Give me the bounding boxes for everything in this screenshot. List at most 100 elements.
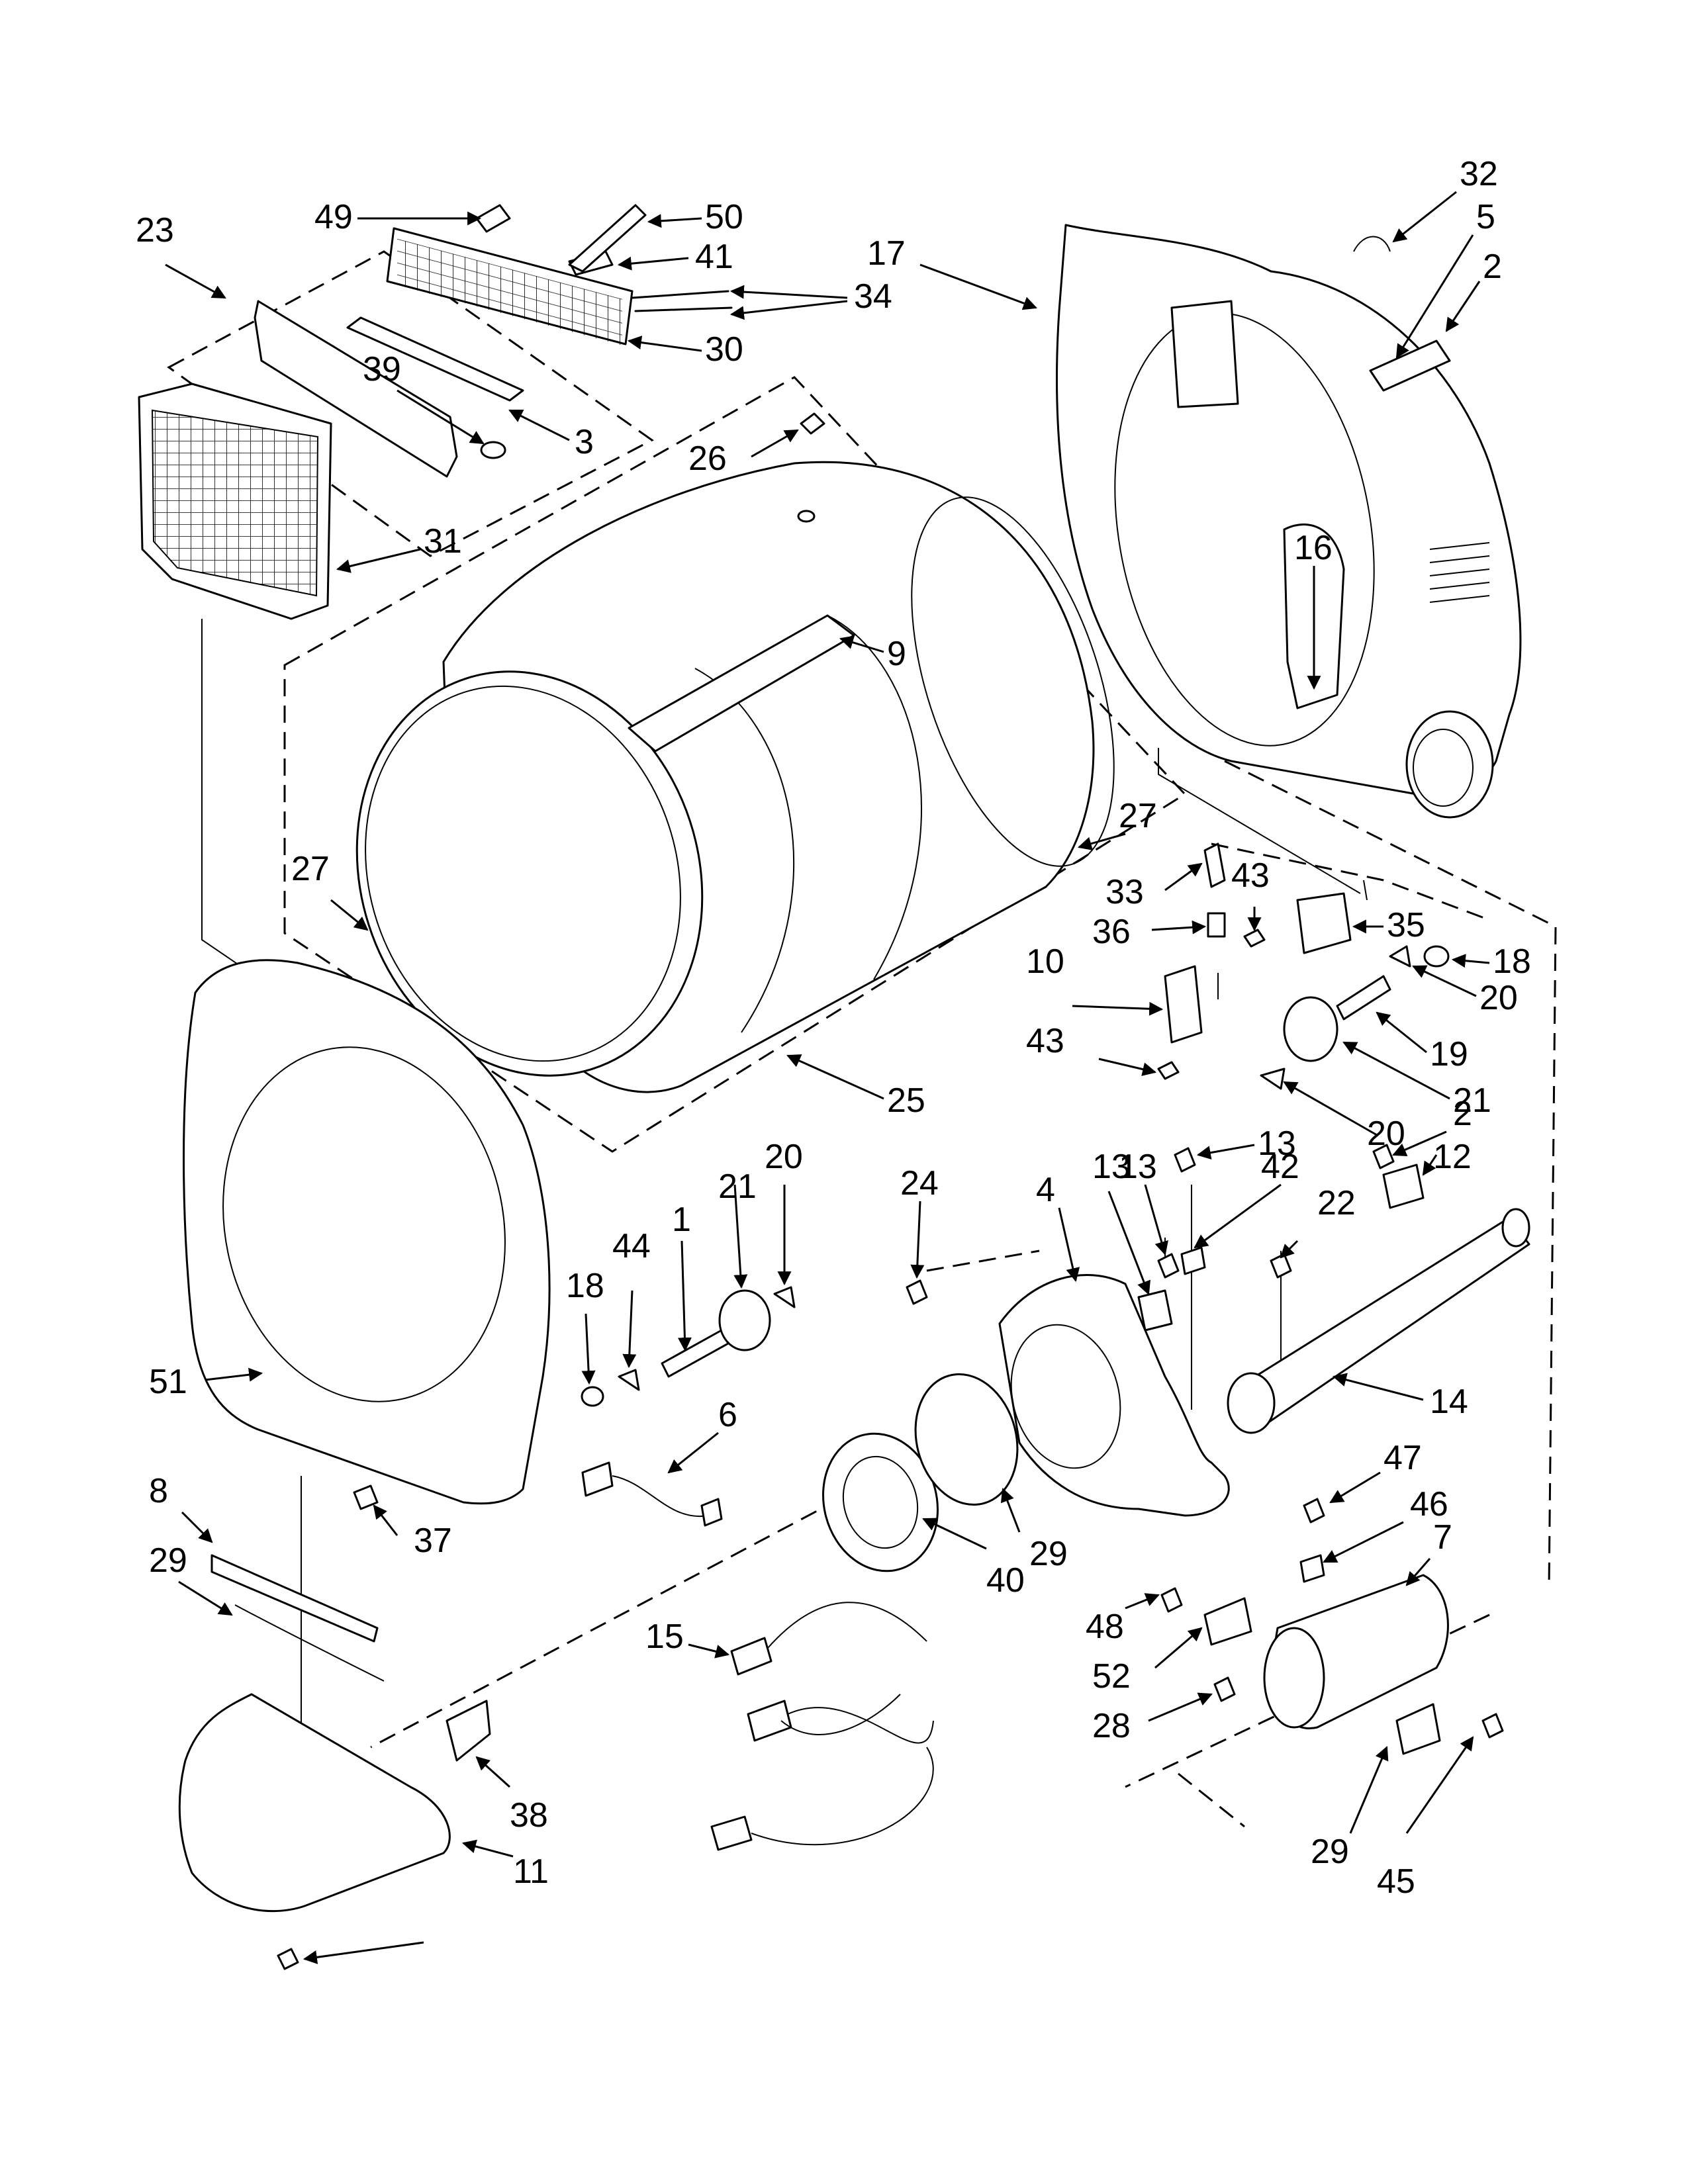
lint-housing-group: [254, 204, 733, 478]
clip-20d: [773, 1286, 796, 1308]
leader-34b: [729, 300, 848, 320]
leader-24: [910, 1201, 925, 1279]
screw-29a: [1303, 1498, 1325, 1524]
callout-14: 51: [149, 1363, 187, 1401]
leader-13c: [1280, 1240, 1299, 1259]
baffle-9: [628, 614, 855, 752]
screw-24: [906, 1279, 928, 1305]
leader-46: [1405, 1558, 1431, 1586]
leader-29c: [1405, 1736, 1474, 1834]
screw-49: [475, 204, 511, 233]
callout-10: 10: [1026, 942, 1064, 981]
callout-20d: 44: [612, 1227, 651, 1265]
blower-group: [822, 1147, 1292, 1572]
leader-27b: [330, 899, 369, 931]
drum-front-seal-27: [365, 685, 681, 1062]
leader-52: [688, 1643, 730, 1659]
leader-34a: [729, 285, 848, 299]
callout-5: 5: [1476, 198, 1495, 236]
clip-20b: [1260, 1068, 1286, 1090]
leader-22: [1332, 1373, 1424, 1401]
leader-31: [336, 548, 421, 573]
thermistor-33: [1203, 842, 1226, 888]
leader-41: [617, 256, 689, 271]
callout-41: 41: [695, 238, 733, 276]
rear-panel-window: [1170, 300, 1239, 408]
leader-27a: [1077, 833, 1126, 850]
callout-43a: 43: [1231, 856, 1270, 895]
leader-29a: [1329, 1471, 1381, 1504]
front-panel-opening: [222, 1046, 506, 1402]
rear-bearing-dash: [1211, 842, 1490, 921]
callout-29c: 45: [1377, 1862, 1415, 1901]
rear-panel-dash: [1224, 760, 1557, 1589]
leader-6: [181, 1511, 213, 1543]
leader-15: [1148, 1692, 1213, 1722]
callout-29a: 47: [1383, 1439, 1422, 1477]
leader-17: [919, 263, 1037, 310]
heater-group: [1160, 1498, 1504, 1755]
seals-34: [631, 290, 733, 312]
callout-52: 15: [645, 1617, 684, 1656]
drum-rear-seal-27: [911, 496, 1115, 867]
callout-50: 50: [705, 198, 743, 236]
exhaust-duct-end: [1501, 1208, 1530, 1248]
callout-32: 32: [1460, 155, 1498, 193]
leader-26: [751, 429, 799, 458]
leader-lines: [165, 191, 1490, 1964]
callout-44: 4: [1036, 1171, 1055, 1209]
clip-20c: [618, 1369, 640, 1391]
screw-29b: [1160, 1587, 1183, 1613]
thermostat-38: [1395, 1703, 1441, 1755]
callout-21b: 21: [718, 1167, 757, 1206]
leader-42: [1194, 1183, 1282, 1249]
callout-42: 42: [1261, 1148, 1299, 1186]
callout-33: 33: [1105, 873, 1144, 911]
thermostat-dash: [1178, 1772, 1245, 1828]
blower-housing-inlet: [1010, 1324, 1121, 1469]
lower-duct-45: [178, 1693, 491, 1970]
connector-36: [1207, 912, 1226, 938]
leader-12: [1422, 1154, 1438, 1176]
bracket-guide-lines: [1217, 880, 1368, 999]
clip-28: [445, 1700, 491, 1762]
callout-37: 40: [986, 1561, 1025, 1600]
blower-inlet-inner: [1413, 729, 1474, 807]
screw-11: [277, 1948, 299, 1970]
callout-43b: 43: [1026, 1022, 1064, 1060]
leader-25: [786, 1054, 884, 1100]
bracket-10: [1164, 965, 1203, 1044]
callout-6: 8: [149, 1472, 168, 1510]
leader-44: [1058, 1207, 1080, 1283]
screw-29c: [1481, 1713, 1504, 1739]
leader-4: [1107, 1191, 1150, 1295]
callout-26: 26: [688, 439, 727, 478]
harness-52-wires: [751, 1602, 934, 1846]
callout-18a: 18: [1493, 942, 1531, 981]
strip-6: [211, 1554, 379, 1643]
harness-52-plug-top: [730, 1637, 773, 1676]
leader-37: [922, 1518, 987, 1550]
leader-36: [1151, 920, 1207, 934]
callout-18b: 18: [566, 1267, 604, 1305]
callout-38: 29: [1311, 1833, 1349, 1871]
screw-2b: [1372, 1144, 1395, 1169]
callout-24: 24: [900, 1164, 939, 1203]
screw-24-dash: [926, 1250, 1040, 1272]
callout-numbers: 23 49 50 41 34 30 39 3 31 26 9 17 32 5 2…: [136, 155, 1531, 1901]
leader-18a: [1451, 954, 1490, 968]
leader-38: [1349, 1746, 1389, 1834]
callout-23: 23: [136, 211, 174, 250]
leader-33: [1164, 862, 1203, 891]
leader-23: [165, 263, 226, 299]
callout-40: 29: [1029, 1535, 1068, 1573]
leader-21b: [733, 1184, 748, 1289]
shaft-1: [661, 1329, 729, 1378]
callout-19: 19: [1430, 1035, 1468, 1073]
lint-filter-31: [138, 383, 332, 620]
screw-15: [1213, 1676, 1236, 1702]
leader-48: [1154, 1627, 1203, 1669]
leader-13a: [1196, 1144, 1255, 1160]
harness-51-wire: [612, 1475, 709, 1518]
